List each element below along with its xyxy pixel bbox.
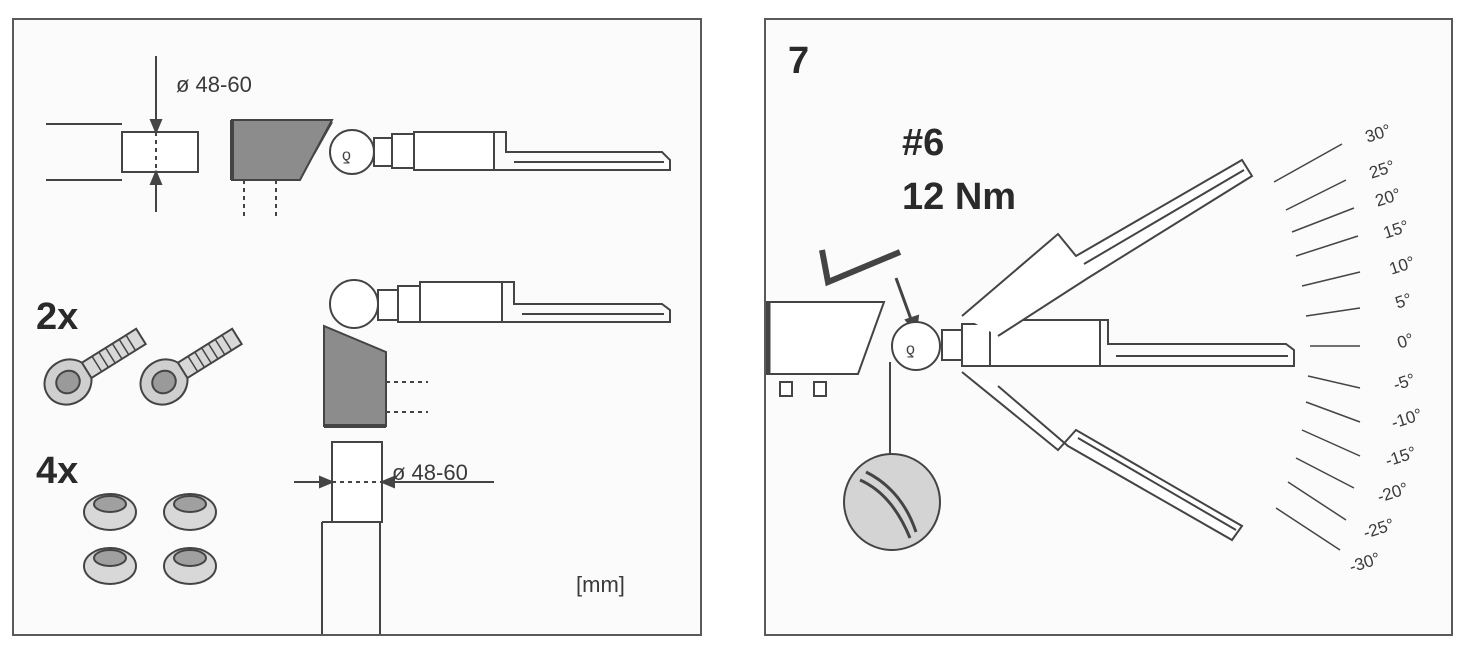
nut-2 — [163, 493, 217, 531]
arm-0-deg — [941, 319, 1295, 367]
unit-label: [mm] — [576, 572, 625, 597]
angle-scale — [1273, 143, 1361, 551]
clamp-arm-top: ƍ — [230, 119, 671, 220]
right-illustration: ƍ — [766, 143, 1361, 551]
mast-tube-top — [46, 56, 199, 212]
joint-pivot — [891, 321, 941, 371]
torque-value: 12 Nm — [902, 176, 1017, 218]
arm-minus-30-deg — [961, 371, 1244, 542]
nut-1 — [83, 493, 137, 531]
arm-plus-30-deg — [961, 158, 1254, 337]
nuts-quantity-label: 4x — [36, 450, 79, 492]
screw-right — [139, 327, 244, 406]
screws-quantity-label: 2x — [36, 296, 79, 338]
clamp-arm-middle — [323, 279, 671, 428]
tube-diameter-top-label: ø 48-60 — [176, 72, 252, 97]
assembly-panel-left: ƍ — [12, 18, 702, 636]
mast-clamp — [766, 301, 886, 397]
tube-diameter-bottom-label: ø 48-60 — [392, 460, 468, 485]
detail-magnifier — [843, 453, 941, 551]
nut-4 — [163, 547, 217, 585]
mast-tube-bottom — [294, 441, 494, 634]
svg-text:ƍ: ƍ — [342, 147, 351, 164]
assembly-panel-right: ƍ — [764, 18, 1453, 636]
svg-text:ƍ: ƍ — [906, 341, 915, 358]
screw-reference: #6 — [902, 122, 945, 164]
step-number: 7 — [788, 40, 810, 82]
nut-3 — [83, 547, 137, 585]
screw-left — [43, 327, 148, 406]
left-illustration: ƍ — [43, 56, 671, 634]
allen-key — [819, 249, 902, 287]
